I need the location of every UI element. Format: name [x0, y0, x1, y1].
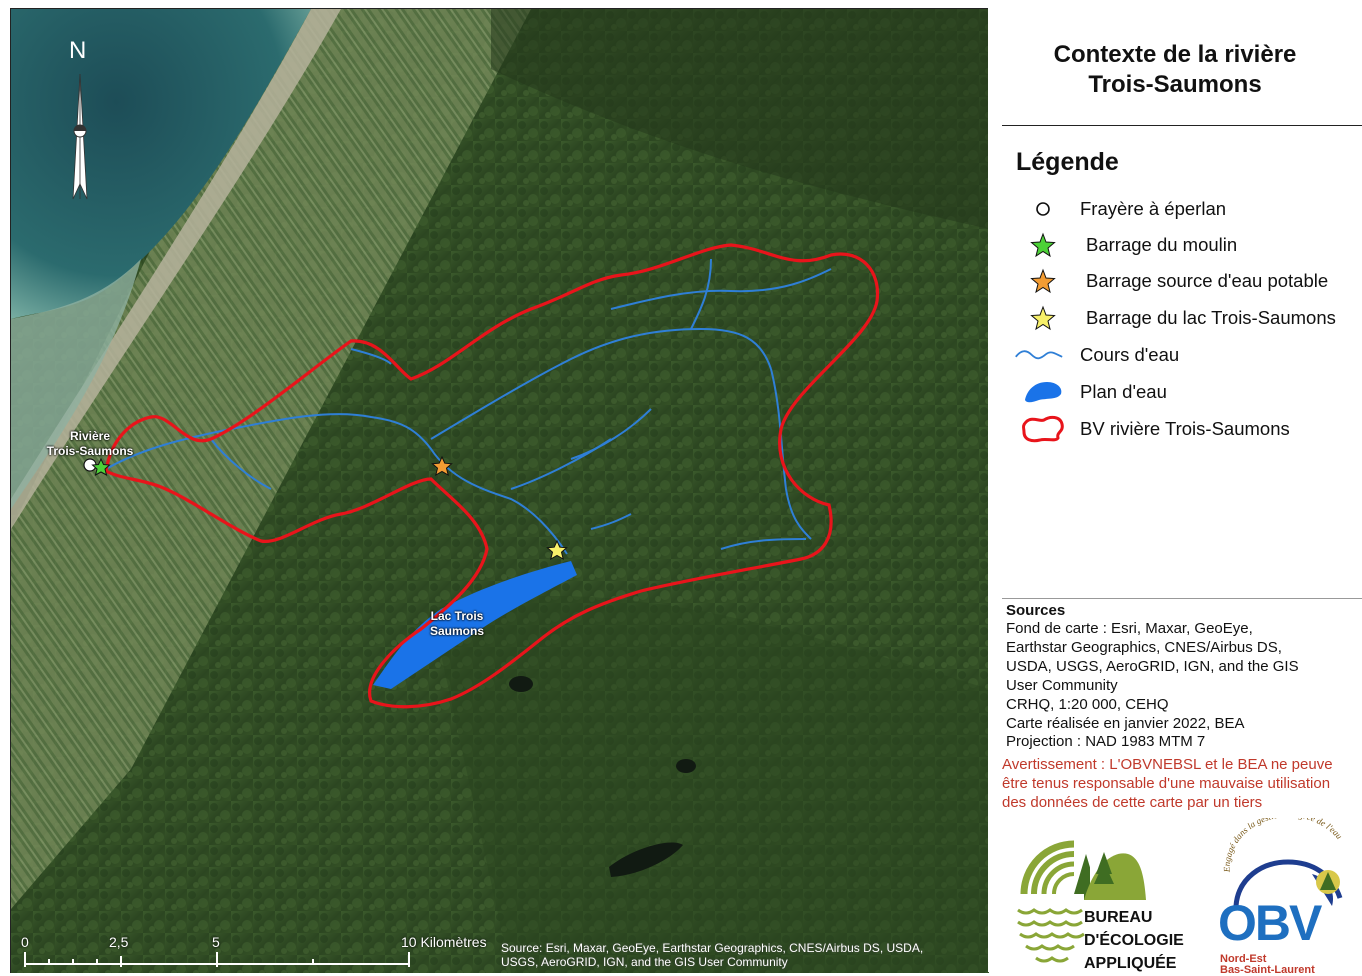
watershed-icon: [1018, 414, 1068, 444]
title-divider: [1002, 125, 1362, 126]
agricultural-fields: [11, 9, 531, 909]
stream-icon: [1014, 340, 1064, 370]
stream-network: [105, 258, 832, 555]
scale-label-10: 10 Kilomètres: [401, 934, 487, 950]
legend-label: Cours d'eau: [1080, 344, 1180, 365]
legend-label: Barrage source d'eau potable: [1086, 270, 1329, 291]
legend-label: Plan d'eau: [1080, 381, 1167, 402]
ridge-north: [491, 9, 989, 229]
scale-label-0: 0: [21, 934, 29, 950]
shoreline: [11, 9, 341, 529]
legend-label: Frayère à éperlan: [1080, 198, 1227, 219]
scale-label-2-5: 2,5: [109, 934, 129, 950]
legend-item-barrage-moulin: Barrage du moulin: [988, 230, 1362, 260]
obv-letters: OBV: [1218, 895, 1322, 951]
sources-line: Carte réalisée en janvier 2022, BEA: [1006, 715, 1245, 732]
legend-label: BV rivière Trois-Saumons: [1080, 418, 1290, 439]
sources-line: User Community: [1006, 677, 1118, 694]
satellite-map: [11, 9, 989, 973]
legend-item-plan-eau: Plan d'eau: [988, 377, 1362, 407]
sources-line: USDA, USGS, AeroGRID, IGN, and the GIS: [1006, 658, 1299, 675]
obv-line-1: Nord-Est: [1220, 953, 1267, 965]
obv-line-2: Bas-Saint-Laurent: [1220, 964, 1315, 976]
attribution-line-2: USGS, AeroGRID, IGN, and the GIS User Co…: [501, 955, 788, 969]
small-lake-2: [676, 759, 696, 773]
barrage-eau-potable-marker: [431, 455, 453, 477]
warning-line: des données de cette carte par un tiers: [1002, 794, 1263, 811]
watershed-boundary: [104, 243, 880, 709]
bea-line-3: APPLIQUÉE: [1084, 955, 1177, 972]
star-icon-yellow: [1018, 303, 1068, 333]
sources-line: Fond de carte : Esri, Maxar, GeoEye,: [1006, 620, 1253, 637]
scale-label-5: 5: [212, 934, 220, 950]
sources-line: Projection : NAD 1983 MTM 7: [1006, 733, 1206, 750]
legend-item-bv: BV rivière Trois-Saumons: [988, 414, 1362, 444]
shallow-water: [11, 259, 141, 509]
lake-icon: [1018, 377, 1068, 407]
sources-line: CRHQ, 1:20 000, CEHQ: [1006, 696, 1169, 713]
obv-logo: Engagé dans la gestion intégrée de l'eau…: [1212, 818, 1362, 976]
legend-item-barrage-lac: Barrage du lac Trois-Saumons: [988, 303, 1362, 333]
legend-label: Barrage du lac Trois-Saumons: [1086, 307, 1336, 328]
sources-line: Earthstar Geographics, CNES/Airbus DS,: [1006, 639, 1282, 656]
small-lake-3: [609, 842, 683, 877]
warning-line: Avertissement : L'OBVNEBSL et le BEA ne …: [1002, 756, 1333, 773]
small-lake-1: [509, 676, 533, 692]
star-icon-green: [1018, 230, 1068, 260]
obv-logo-icon: Engagé dans la gestion intégrée de l'eau: [1222, 818, 1345, 907]
star-icon-orange: [1018, 266, 1068, 296]
bea-line-2: D'ÉCOLOGIE: [1084, 932, 1184, 949]
map-attribution: Source: Esri, Maxar, GeoEye, Earthstar G…: [501, 941, 923, 969]
title-line-2: Trois-Saumons: [1088, 71, 1262, 98]
legend-item-barrage-eau-potable: Barrage source d'eau potable: [988, 266, 1362, 296]
title-line-1: Contexte de la rivière: [1053, 41, 1297, 68]
barrage-moulin-marker: [91, 457, 111, 476]
map-title: Contexte de la rivière Trois-Saumons: [988, 40, 1362, 100]
bea-line-1: BUREAU: [1084, 909, 1153, 926]
bea-hill-icon: [1084, 852, 1146, 900]
attribution-line-1: Source: Esri, Maxar, GeoEye, Earthstar G…: [501, 941, 924, 955]
legend-item-cours-eau: Cours d'eau: [988, 340, 1362, 370]
sources-title: Sources: [1006, 602, 1066, 619]
bea-logo-icon: [1017, 840, 1090, 963]
lac-trois-saumons: [373, 561, 577, 689]
north-label: N: [69, 37, 87, 64]
circle-icon: [1018, 194, 1068, 224]
side-panel: Contexte de la rivière Trois-Saumons Lég…: [988, 8, 1362, 976]
legend-label: Barrage du moulin: [1086, 234, 1238, 255]
river-water: [11, 9, 311, 319]
barrage-lac-marker: [546, 539, 568, 561]
legend-item-frayere: Frayère à éperlan: [988, 194, 1362, 224]
ridge-south: [431, 596, 989, 973]
legend-title: Légende: [1016, 148, 1119, 176]
scale-bar: [24, 952, 410, 967]
obv-arc-text: Engagé dans la gestion intégrée de l'eau: [1222, 818, 1345, 873]
warning-line: être tenus responsable d'une mauvaise ut…: [1002, 775, 1331, 792]
bea-logo: BUREAU D'ÉCOLOGIE APPLIQUÉE: [1014, 834, 1184, 972]
sources-divider: [1002, 598, 1362, 599]
north-arrow-icon: [72, 73, 88, 200]
